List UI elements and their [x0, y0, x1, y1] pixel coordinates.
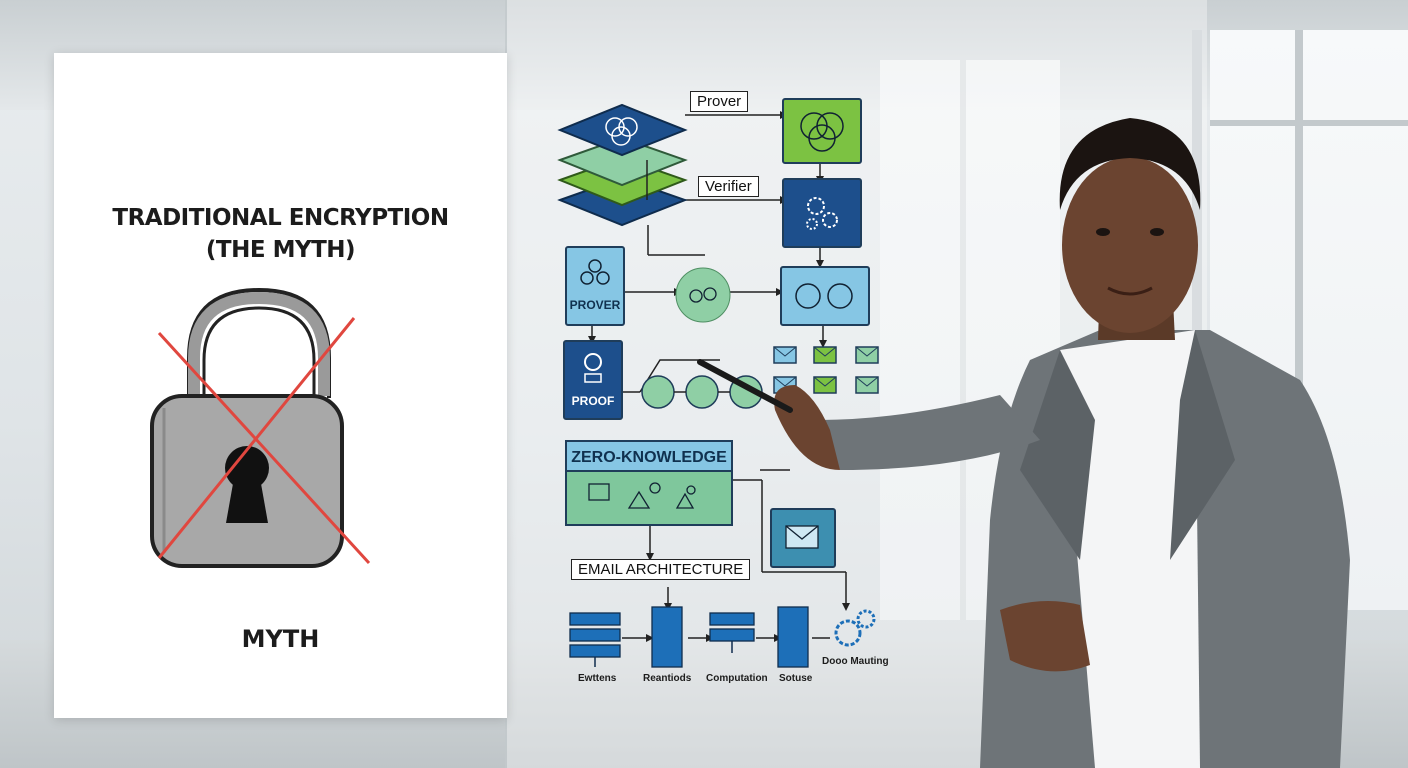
server-label-2: Reantiods: [643, 673, 692, 684]
prover-tile: PROVER: [565, 246, 625, 326]
server-label-4: Sotuse: [779, 673, 813, 684]
verifier-label: Verifier: [698, 176, 759, 197]
window-mullion: [1210, 120, 1408, 126]
proof-tile: PROOF: [563, 340, 623, 420]
email-architecture-label: EMAIL ARCHITECTURE: [571, 559, 751, 580]
prover-label: Prover: [690, 91, 749, 112]
proof-tile-label: PROOF: [571, 394, 615, 408]
myth-poster: TRADITIONAL ENCRYPTION (THE MYTH) MYTH: [54, 53, 507, 718]
nodes-icon: [580, 259, 610, 285]
red-cross-mark: [157, 317, 371, 565]
poster-footer: MYTH: [241, 625, 320, 653]
server-row-icon: [569, 606, 876, 668]
zero-knowledge-header: ZERO-KNOWLEDGE: [565, 440, 733, 472]
proof-icon: [584, 353, 602, 383]
server-label-3: Computation: [706, 673, 768, 684]
padlock-icon: [150, 287, 344, 568]
gears-icon: [806, 197, 838, 230]
users-icon: [795, 283, 853, 309]
users-tile: [780, 266, 870, 326]
node-chain-icon: [641, 375, 763, 409]
envelope-icon: [785, 525, 819, 549]
poster-title: TRADITIONAL ENCRYPTION: [112, 205, 449, 231]
window-mullion: [960, 60, 966, 620]
poster-subtitle: (THE MYTH): [205, 237, 356, 263]
venn-icon: [800, 112, 844, 152]
zero-knowledge-body: [565, 472, 733, 526]
mail-tile: [770, 508, 836, 568]
window-mullion: [1295, 30, 1303, 630]
zk-icons: [588, 482, 696, 509]
zk-node-icon: [675, 267, 731, 323]
prover-tile-label: PROVER: [569, 298, 621, 312]
gears-tile: [782, 178, 862, 248]
server-label-1: Ewttens: [578, 673, 617, 684]
server-label-5: Dooo Mauting: [822, 656, 889, 667]
layer-stack-icon: [557, 103, 688, 227]
venn-tile: [782, 98, 862, 164]
